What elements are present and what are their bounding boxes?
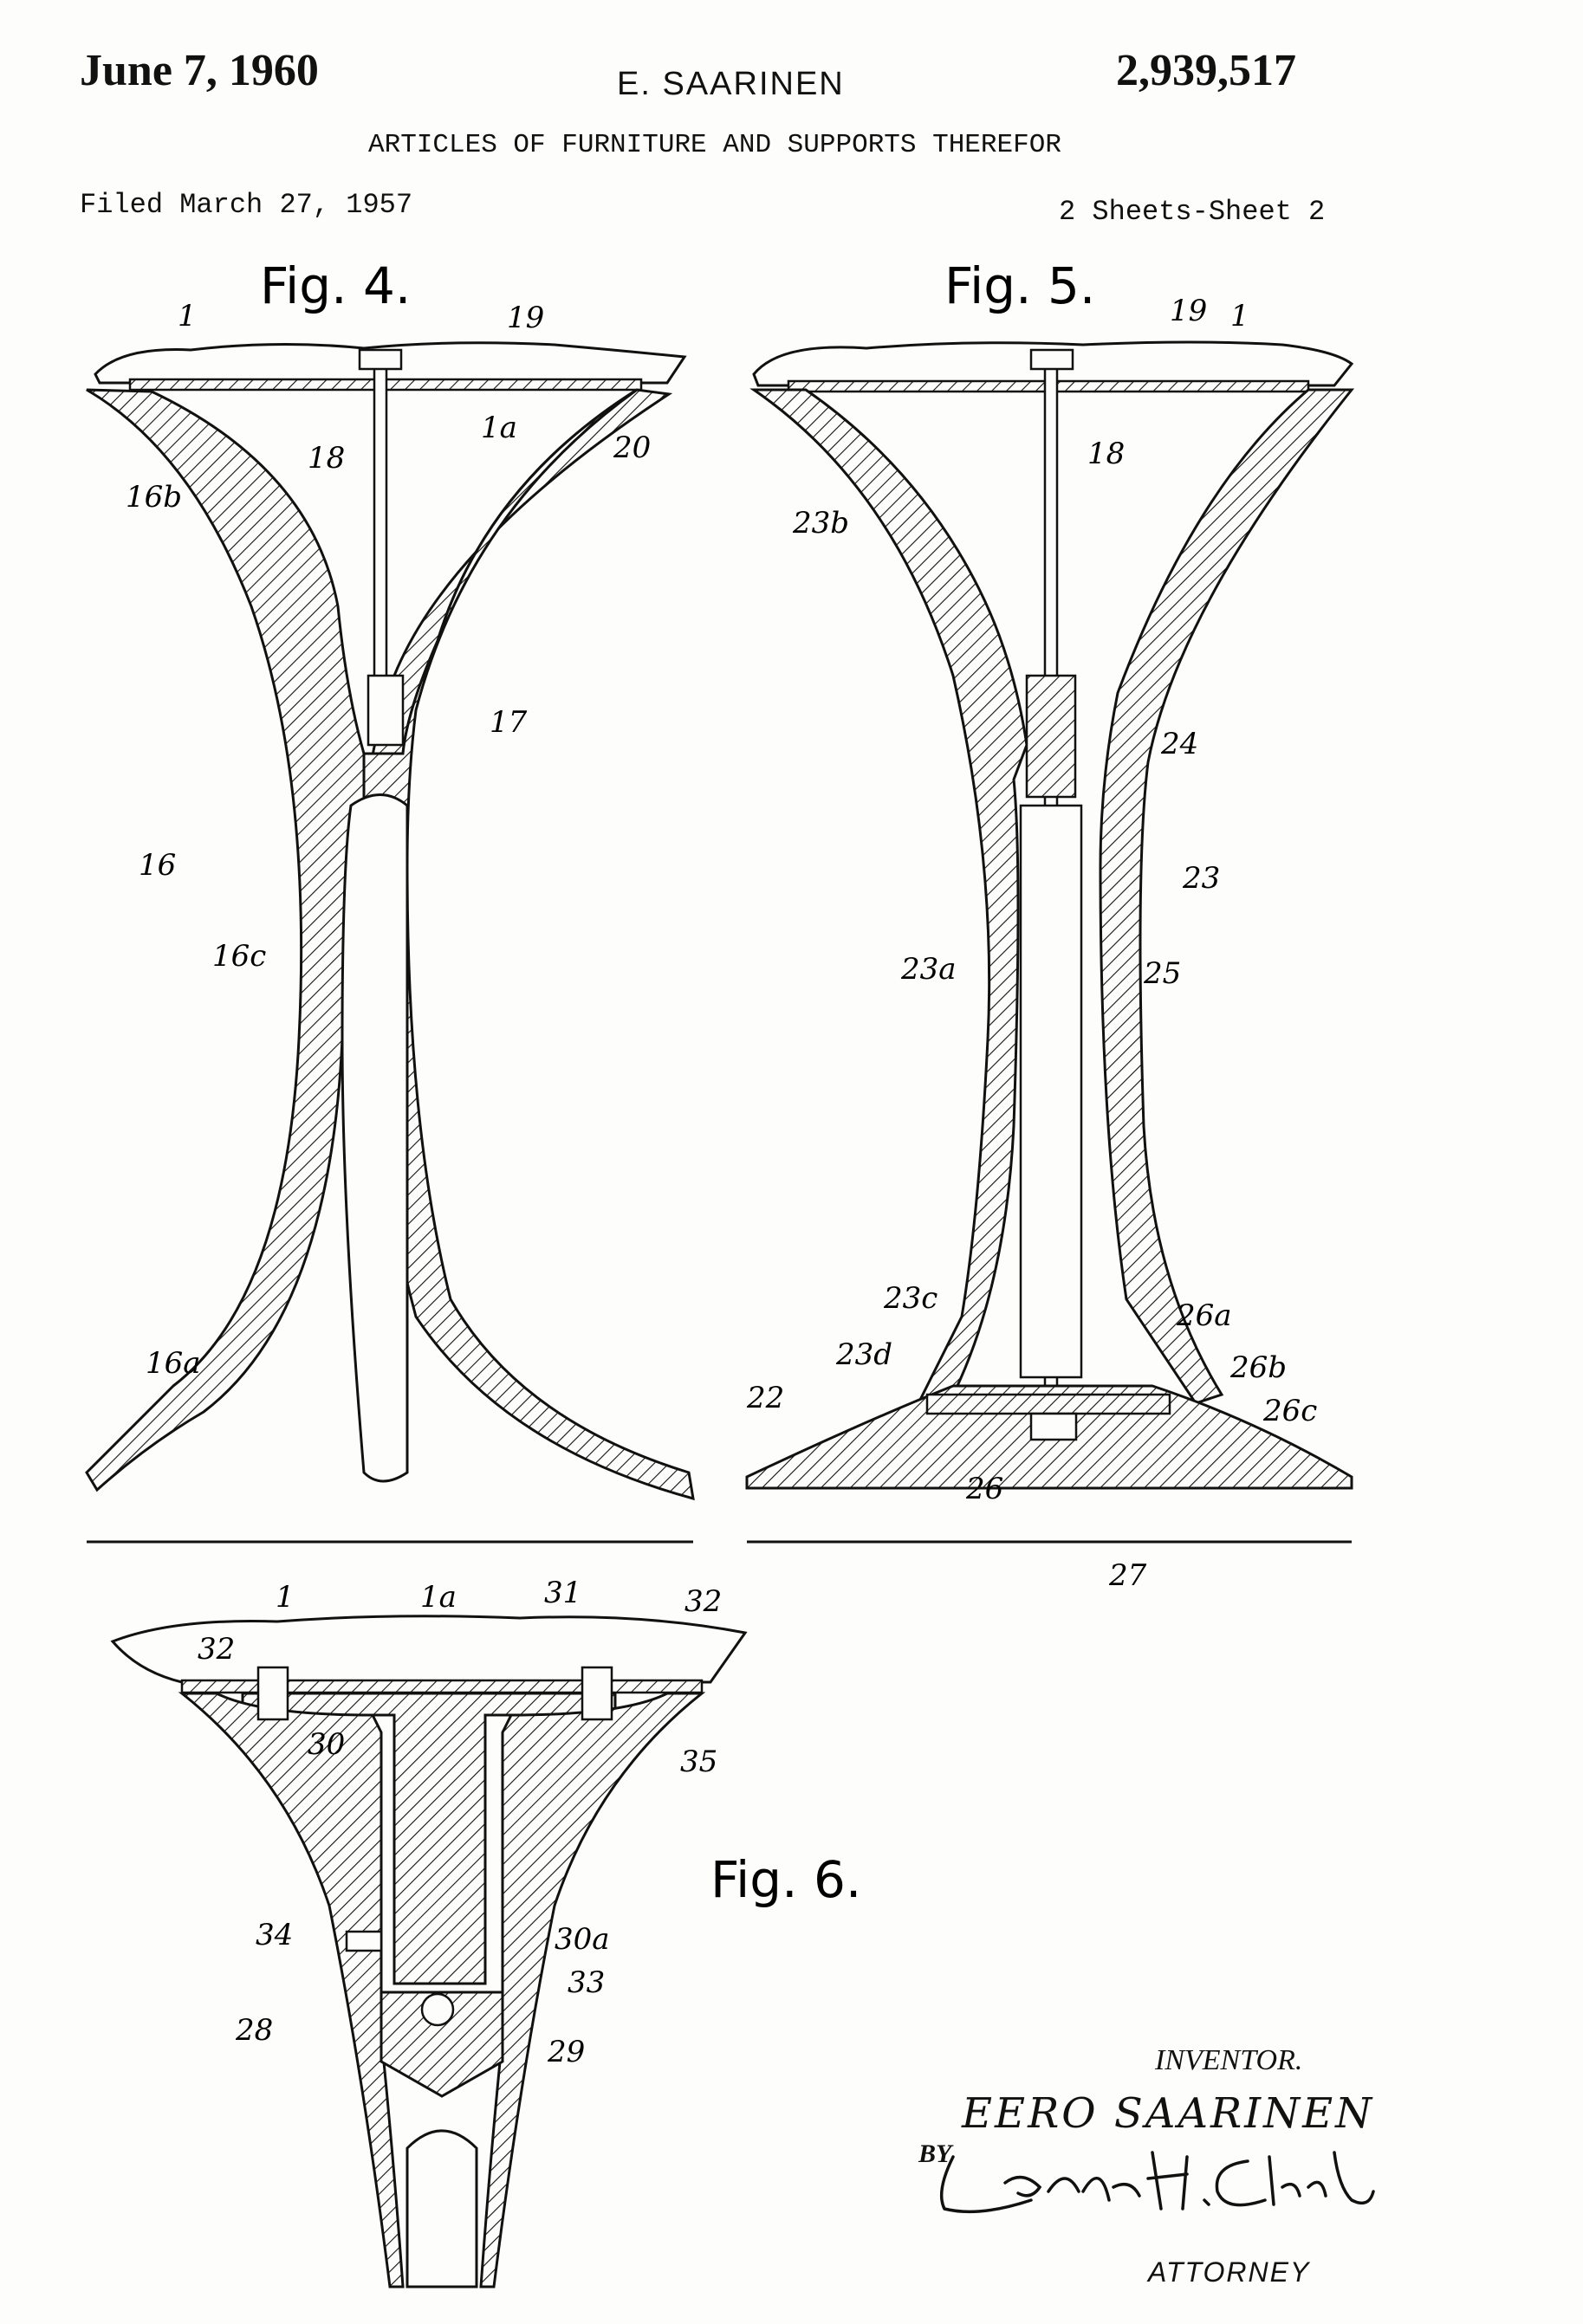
figure-4: Fig. 4. 1 19 1a 20 18 16b 17 [85,256,695,1544]
figure-5: Fig. 5. 19 1 18 23b 24 23 23a 25 [745,256,1355,1593]
fig5-nut-27 [1029,1412,1078,1441]
fig5-ref-22: 22 [746,1381,784,1415]
attorney-label: ATTORNEY [1148,2256,1311,2288]
fig6-label: Fig. 6. [710,1850,861,1909]
fig5-nut-24 [1025,674,1077,799]
fig6-ref-33: 33 [568,1965,605,2000]
fig6-ref-35: 35 [680,1745,717,1779]
fig5-ref-23d: 23d [835,1337,892,1372]
fig4-ref-17: 17 [490,705,528,740]
fig6-ref-32-right: 32 [684,1584,722,1619]
fig5-tube-25 [1019,804,1083,1379]
fig4-ref-16b: 16b [126,480,182,515]
fig6-ref-31: 31 [544,1576,581,1610]
fig4-ref-19: 19 [507,301,544,335]
fig5-ref-26b: 26b [1229,1350,1287,1385]
fig5-ref-25: 25 [1143,956,1181,991]
fig6-ref-34: 34 [256,1918,293,1952]
fig4-hollow-core [341,793,409,1483]
fig6-shell-right [479,1692,706,2288]
fig5-reference-numerals: 19 1 18 23b 24 23 23a 25 23c 26a 23d 26b… [746,294,1317,1593]
fig5-bolt-head-19 [1029,348,1074,371]
fig4-rod-18 [373,355,388,731]
fig5-ref-19: 19 [1170,294,1207,328]
fig4-label: Fig. 4. [260,256,411,315]
fig5-ref-18: 18 [1087,437,1125,471]
attorney-signature [939,2151,1375,2214]
fig6-ref-29: 29 [547,2035,585,2069]
fig4-ref-16a: 16a [146,1346,201,1381]
fig5-ref-26a: 26a [1176,1298,1232,1333]
fig6-bolt-32-left [256,1666,289,1721]
inventor-label: INVENTOR. [1155,2044,1303,2076]
patent-title: ARTICLES OF FURNITURE AND SUPPORTS THERE… [368,130,1061,160]
fig4-reference-numerals: 1 19 1a 20 18 16b 17 16 16c 16a [126,299,651,1381]
fig4-pedestal-right-wall [362,388,695,1501]
fig5-ref-26: 26 [965,1472,1003,1506]
filed-date: Filed March 27, 1957 [80,189,413,221]
patent-date: June 7, 1960 [80,46,319,95]
fig5-ref-26c: 26c [1262,1394,1317,1428]
fig6-bolt-32-right [581,1666,613,1721]
fig6-ref-28: 28 [235,2013,273,2048]
patent-number: 2,939,517 [1116,46,1296,95]
fig5-ref-23: 23 [1182,861,1220,896]
fig5-ref-23c: 23c [883,1281,937,1316]
fig5-plate-26 [925,1393,1171,1415]
header-inventor: E. SAARINEN [617,66,845,102]
fig6-socket-29 [380,1991,504,2098]
fig4-ref-18: 18 [308,441,345,476]
fig5-ref-23a: 23a [900,952,957,987]
figure-6: Fig. 6. 1 1a 31 32 32 30 35 34 [110,1576,861,2288]
fig5-pedestal-right-wall [1099,388,1355,1405]
fig4-ref-1a: 1a [481,411,517,445]
fig4-nut-17 [367,674,405,747]
fig5-label: Fig. 5. [944,256,1095,315]
fig6-ref-30: 30 [308,1727,345,1762]
fig4-ref-16c: 16c [212,939,266,974]
fig5-ref-27: 27 [1108,1558,1147,1593]
fig6-lower-hollow [405,2129,478,2288]
fig6-shell-28 [178,1692,405,2288]
fig6-screw-34 [345,1930,383,1952]
fig5-ref-1: 1 [1230,299,1249,333]
inventor-name: EERO SAARINEN [962,2089,1375,2138]
fig6-ref-1: 1 [276,1580,295,1615]
fig4-ref-20: 20 [613,430,651,465]
fig4-ref-16: 16 [139,848,176,883]
fig5-ref-24: 24 [1160,727,1198,761]
sheet-count: 2 Sheets-Sheet 2 [1059,196,1326,228]
fig6-ref-32-left: 32 [198,1632,235,1667]
fig6-ref-30a: 30a [555,1922,610,1957]
by-label: BY [918,2140,952,2168]
fig6-reference-numerals: 1 1a 31 32 32 30 35 34 30a 33 28 29 [198,1576,722,2069]
fig5-ref-23b: 23b [792,506,849,541]
fig4-bolt-head-19 [358,348,403,371]
fig4-ref-1: 1 [178,299,197,333]
fig6-ball-33 [420,1992,455,2027]
fig5-pedestal-left-wall [749,388,1028,1414]
fig6-ref-1a: 1a [420,1580,457,1615]
